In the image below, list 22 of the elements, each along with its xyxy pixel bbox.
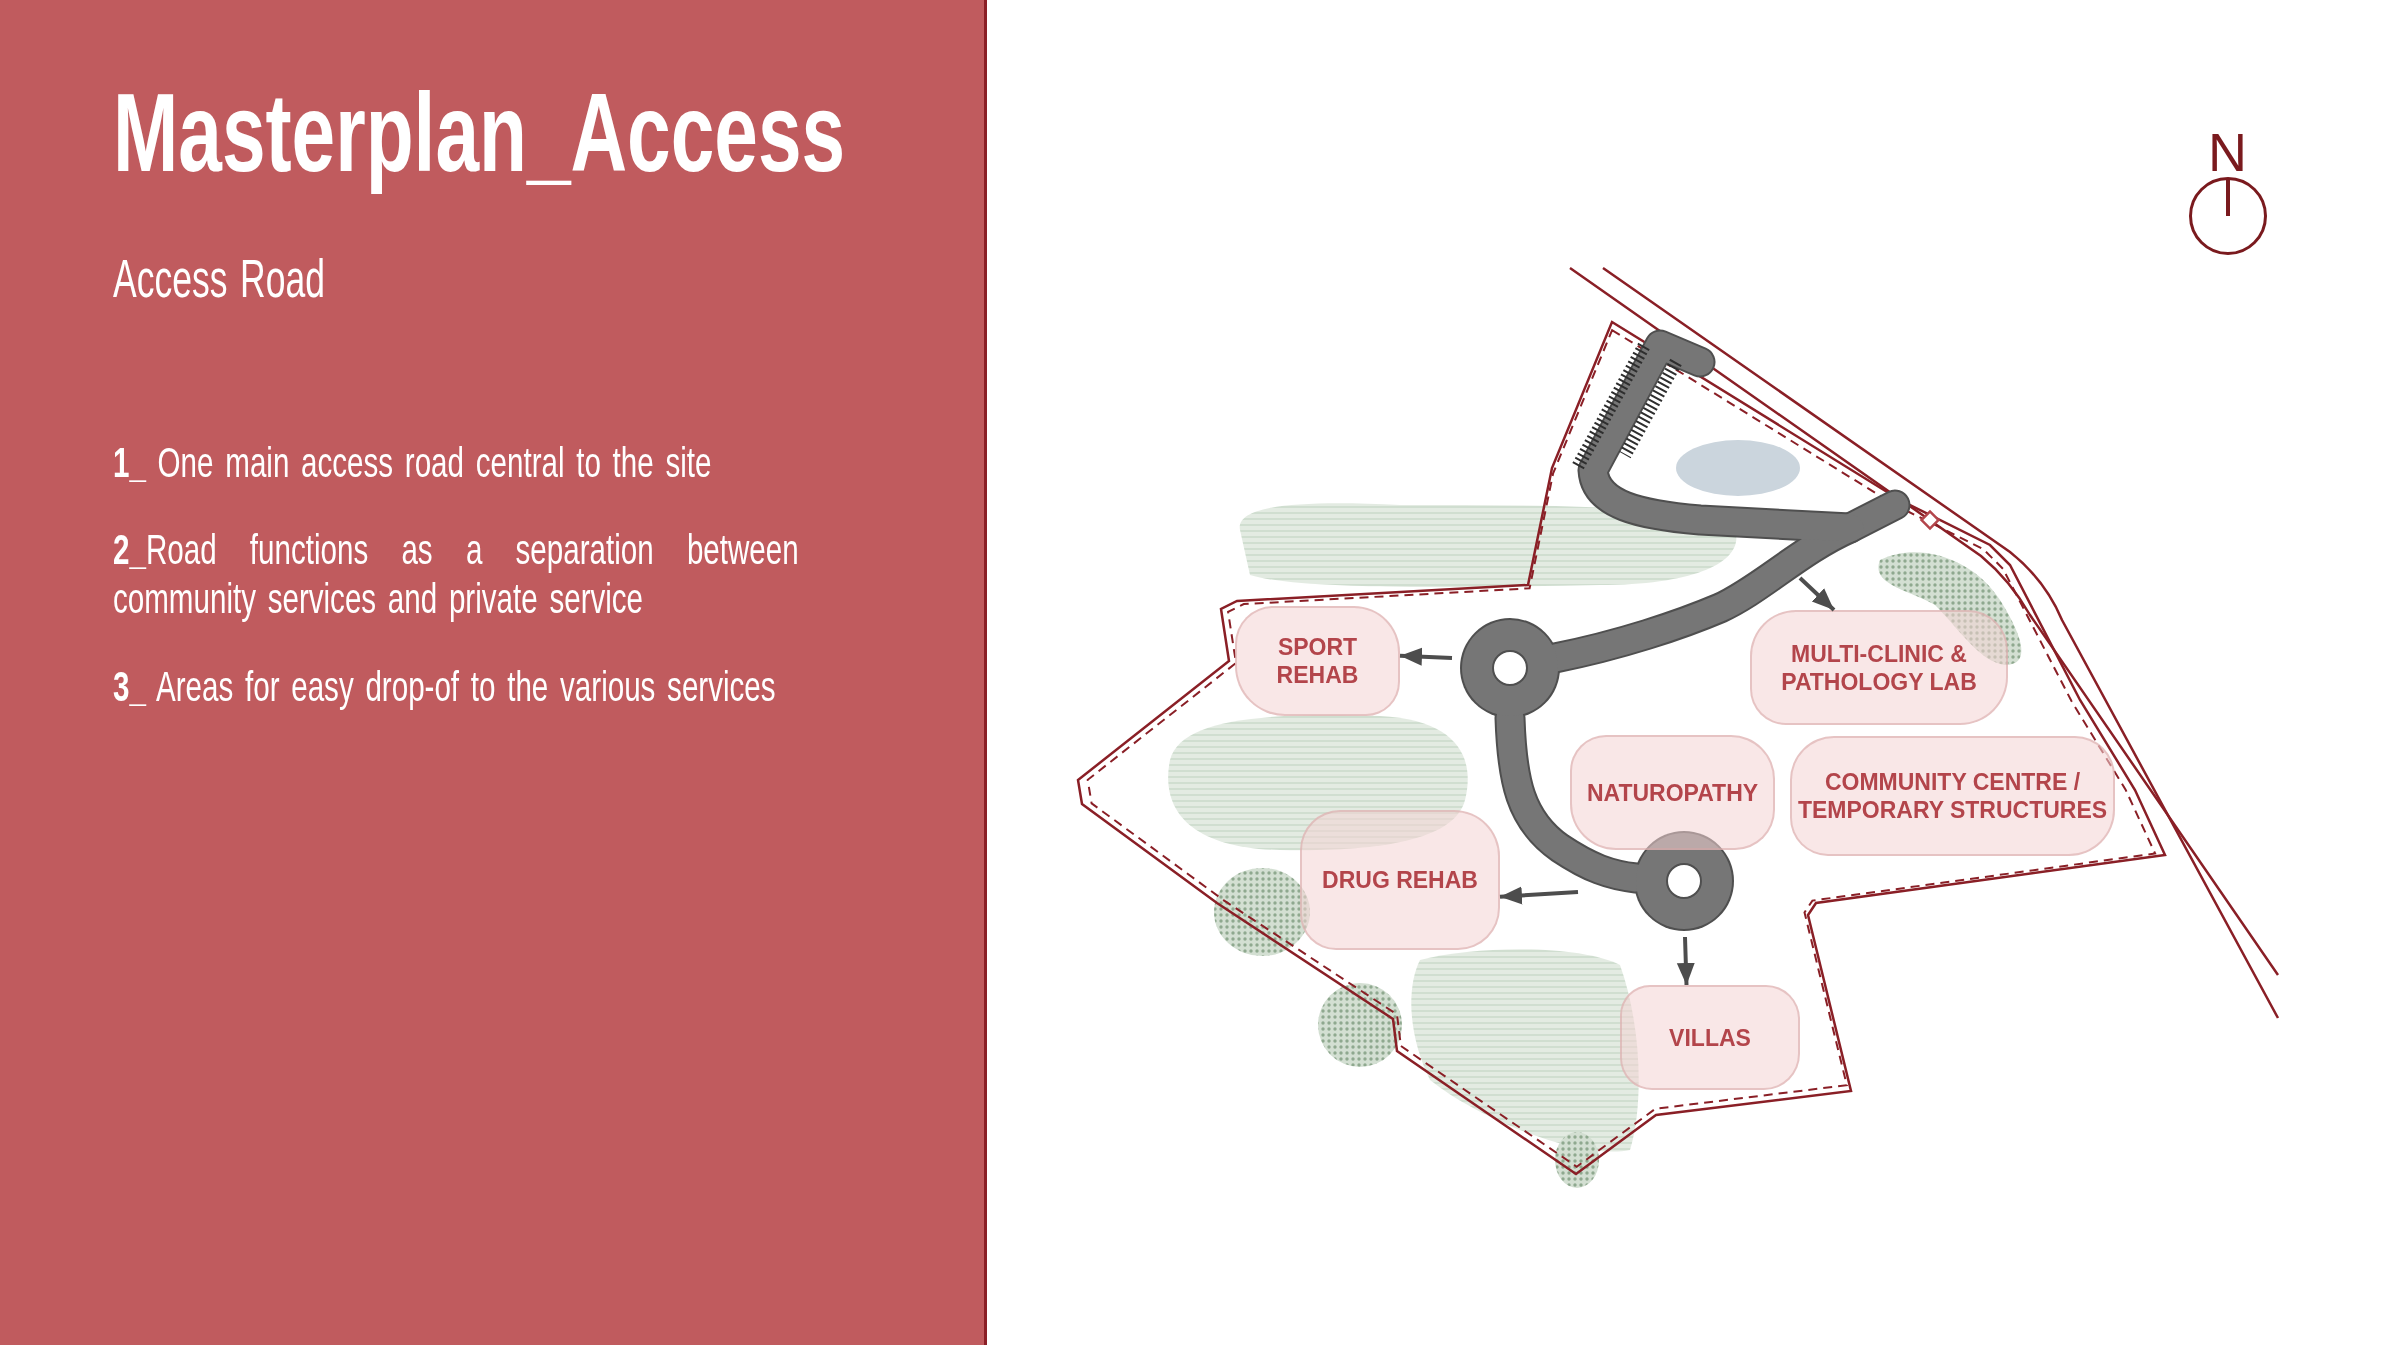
list-item: 2_Road functions as a separation between community services and private service [113, 525, 799, 623]
section-heading: Access Road [113, 248, 325, 310]
list-item: 3_ Areas for easy drop-of to the various services [113, 662, 776, 711]
zone-label: NATUROPATHY [1586, 778, 1759, 807]
arrow [1399, 647, 1453, 666]
zone-area [1235, 606, 1400, 716]
zone-area [1300, 810, 1500, 950]
page-title: Masterplan_Access [113, 69, 846, 197]
zone-area [1570, 735, 1775, 850]
zone-area [1790, 736, 2115, 856]
list-item: 1_ One main access road central to the site [113, 438, 712, 487]
zone-label: SPORT REHAB [1275, 633, 1360, 689]
zone-area [1620, 985, 1800, 1090]
zone-label: COMMUNITY CENTRE / TEMPORARY STRUCTURES [1796, 768, 2109, 824]
zone-area [1750, 610, 2008, 725]
zone-label: VILLAS [1669, 1023, 1751, 1052]
zone-label: MULTI-CLINIC & PATHOLOGY LAB [1780, 639, 1978, 696]
north-label: N [2208, 121, 2247, 184]
arrow [1798, 576, 1836, 612]
zone-label: DRUG REHAB [1322, 866, 1478, 894]
arrow [1499, 886, 1579, 905]
arrow [1676, 936, 1695, 986]
